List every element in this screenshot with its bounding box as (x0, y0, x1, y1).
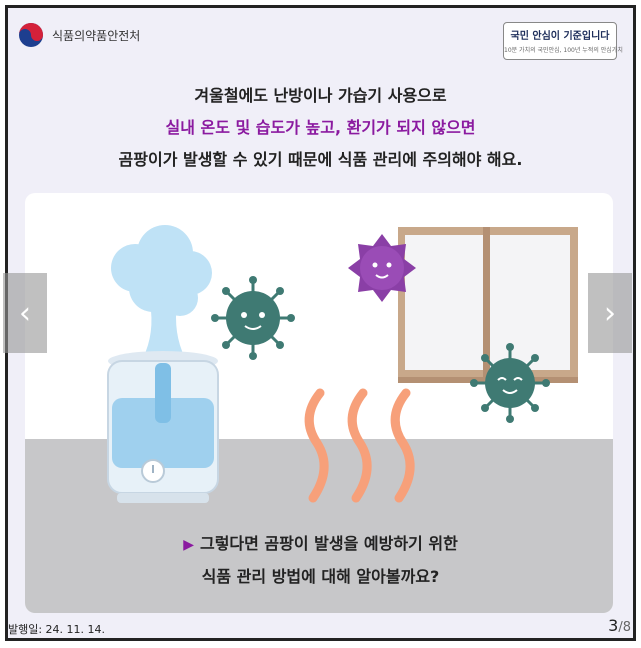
slogan-badge: 국민 안심이 기준입니다 10분 가치의 국민안심, 100년 누적의 안심가치 (503, 22, 623, 60)
humidifier (107, 351, 219, 503)
bottom-question: ▶그렇다면 곰팡이 발생을 예방하기 위한 식품 관리 방법에 대해 알아볼까요… (8, 528, 633, 593)
window (398, 227, 578, 383)
next-slide-button[interactable]: › (588, 273, 632, 353)
publish-date: 발행일: 24. 11. 14. (8, 623, 106, 636)
page-current: 3 (608, 616, 619, 635)
ministry-name: 식품의약품안전처 (52, 28, 141, 43)
bottom-line-1: ▶그렇다면 곰팡이 발생을 예방하기 위한 (183, 534, 458, 553)
bottom-line-2: 식품 관리 방법에 대해 알아볼까요? (201, 567, 440, 586)
headline: 겨울철에도 난방이나 가습기 사용으로 실내 온도 및 습도가 높고, 환기가 … (8, 80, 633, 176)
slogan-sub: 10분 가치의 국민안심, 100년 누적의 안심가치 (504, 47, 623, 54)
chevron-left-icon: ‹ (19, 295, 31, 331)
headline-line-3: 곰팡이가 발생할 수 있기 때문에 식품 관리에 주의해야 해요. (118, 150, 523, 169)
illustration (107, 225, 578, 503)
prev-slide-button[interactable]: ‹ (3, 273, 47, 353)
illustration-scene (25, 193, 613, 613)
page-total: /8 (618, 620, 631, 635)
mold-germ-purple-icon (348, 234, 416, 302)
chevron-right-icon: › (604, 295, 616, 331)
header: 식품의약품안전처 국민 안심이 기준입니다 10분 가치의 국민안심, 100년… (8, 8, 633, 68)
mold-germ-green-icon (470, 343, 550, 423)
heat-waves (304, 388, 415, 503)
triangle-right-icon: ▶ (183, 537, 194, 553)
page-indicator: 3/8 (608, 616, 631, 635)
ministry-logo: 식품의약품안전처 (18, 22, 140, 48)
taegeuk-icon (19, 23, 43, 47)
slogan-main: 국민 안심이 기준입니다 (510, 31, 610, 42)
mold-germ-green-icon (211, 276, 295, 360)
headline-line-1: 겨울철에도 난방이나 가습기 사용으로 (194, 86, 447, 105)
headline-line-2: 실내 온도 및 습도가 높고, 환기가 되지 않으면 (165, 118, 476, 137)
card-frame: 식품의약품안전처 국민 안심이 기준입니다 10분 가치의 국민안심, 100년… (5, 5, 636, 641)
steam-cloud (111, 225, 212, 358)
